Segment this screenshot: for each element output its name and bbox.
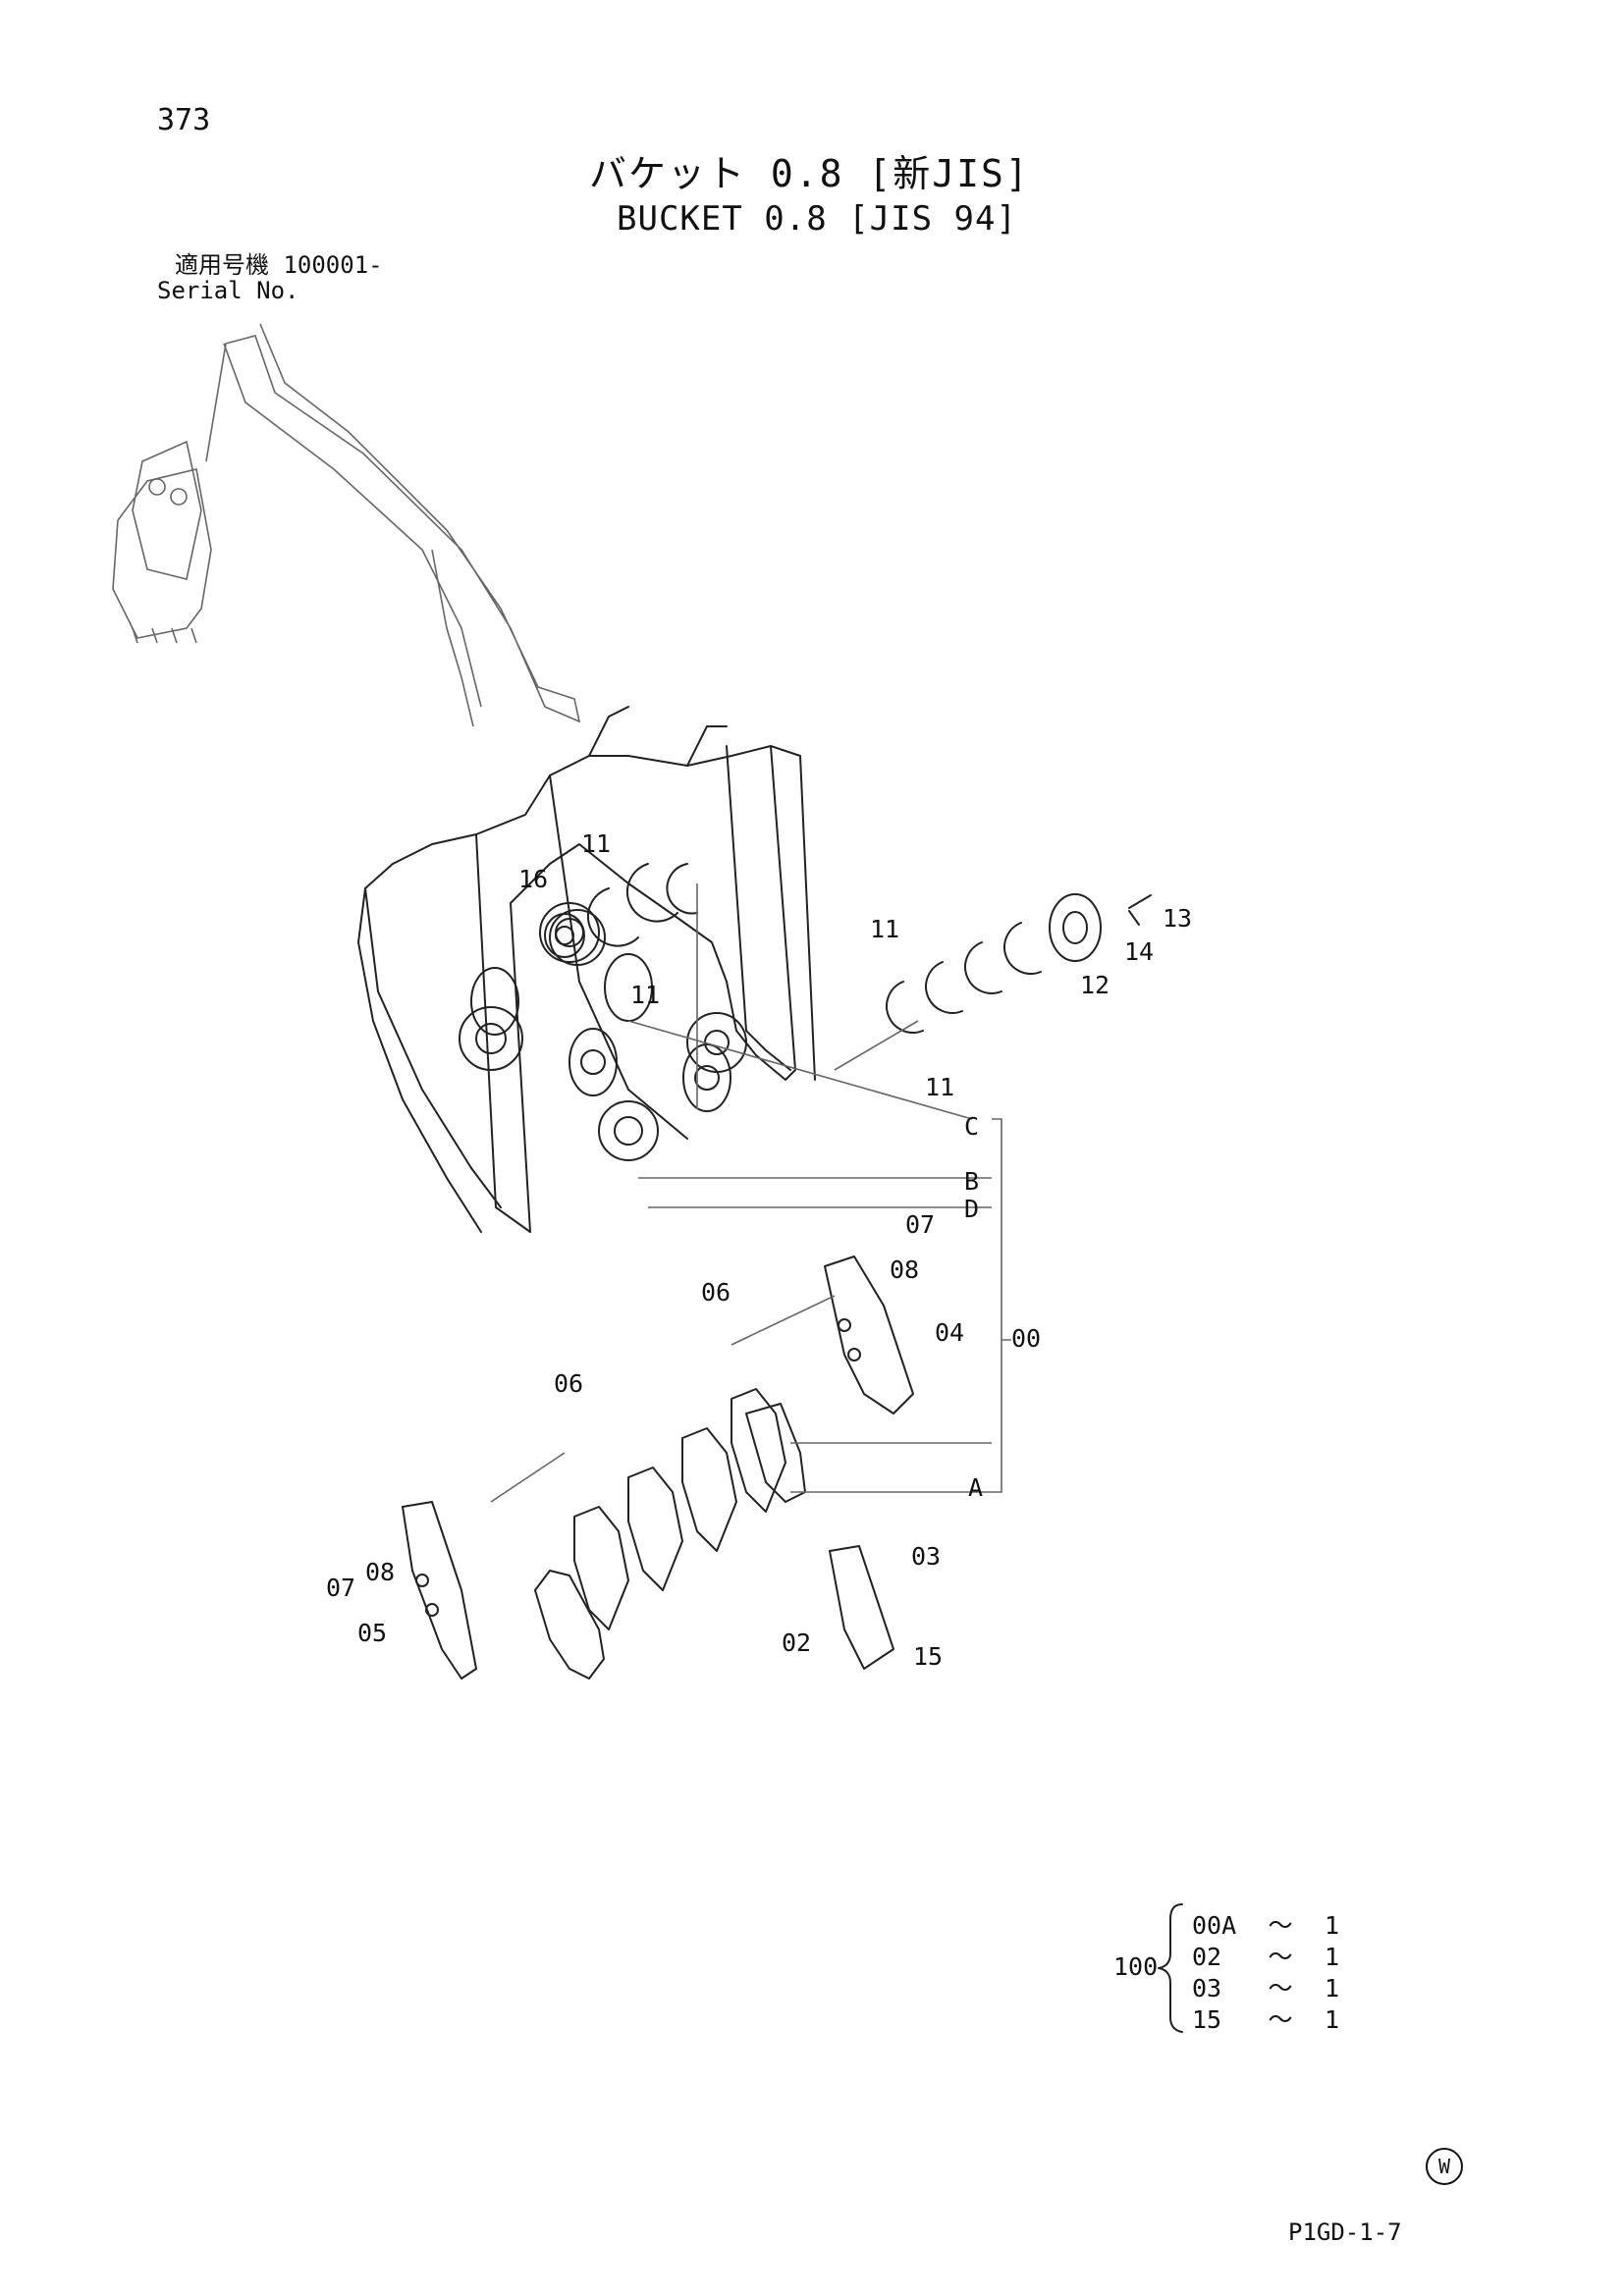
callout-22: 02 bbox=[782, 1629, 811, 1657]
callout-6: 12 bbox=[1080, 971, 1110, 999]
side-cutter-drawing bbox=[402, 1255, 914, 1680]
callout-17: A bbox=[968, 1473, 983, 1502]
watermark-w-icon: W bbox=[1426, 2148, 1463, 2185]
callout-9: B bbox=[964, 1167, 979, 1196]
bom-tilde: ～ bbox=[1268, 2005, 1293, 2034]
bom-row: 15 ～ 1 bbox=[1192, 2001, 1339, 2036]
callout-0: 11 bbox=[581, 829, 611, 858]
bucket-body-drawing bbox=[357, 706, 816, 1233]
bom-tilde: ～ bbox=[1268, 1943, 1293, 1971]
teeth-drawing bbox=[534, 1388, 894, 1680]
callout-4: 13 bbox=[1163, 904, 1192, 933]
bom-row: 00A ～ 1 bbox=[1192, 1906, 1339, 1942]
callout-10: D bbox=[964, 1195, 979, 1223]
callout-15: 00 bbox=[1011, 1324, 1041, 1353]
callout-3: 11 bbox=[870, 915, 899, 943]
callout-23: 15 bbox=[913, 1642, 943, 1671]
leader-lines bbox=[490, 883, 1011, 1503]
footer-code: P1GD-1-7 bbox=[1288, 2218, 1402, 2246]
bom-code: 00A bbox=[1192, 1911, 1237, 1940]
callout-16: 06 bbox=[554, 1369, 583, 1398]
callout-11: 07 bbox=[905, 1210, 935, 1239]
callout-18: 07 bbox=[326, 1574, 355, 1602]
bom-qty: 1 bbox=[1324, 1974, 1339, 2002]
callout-19: 08 bbox=[365, 1558, 395, 1586]
bom-tilde: ～ bbox=[1268, 1974, 1293, 2002]
callout-1: 16 bbox=[518, 865, 548, 893]
callout-14: 04 bbox=[935, 1318, 964, 1347]
serial-label-japanese: 適用号機 100001- bbox=[175, 251, 383, 279]
bom-code: 03 bbox=[1192, 1974, 1222, 2002]
callout-8: C bbox=[964, 1112, 979, 1141]
callout-7: 11 bbox=[925, 1073, 954, 1101]
page-number: 373 bbox=[157, 103, 211, 137]
callout-2: 11 bbox=[630, 981, 660, 1009]
bom-qty: 1 bbox=[1324, 1911, 1339, 1940]
callout-20: 03 bbox=[911, 1542, 941, 1571]
excavator-overview-sketch bbox=[112, 323, 581, 727]
bom-tilde: ～ bbox=[1268, 1911, 1293, 1940]
callout-12: 08 bbox=[890, 1255, 919, 1284]
callout-labels: 11 16 11 11 13 14 12 11 C B D 07 08 06 0… bbox=[326, 829, 1192, 1671]
pin-rings-drawing bbox=[459, 863, 1152, 1161]
callout-13: 06 bbox=[701, 1278, 731, 1307]
callout-5: 14 bbox=[1124, 937, 1154, 966]
bom-code: 02 bbox=[1192, 1943, 1222, 1971]
bom-brace bbox=[1158, 1903, 1183, 2033]
bom-qty: 1 bbox=[1324, 2005, 1339, 2034]
title-japanese: バケット 0.8 [新JIS] bbox=[589, 152, 1030, 195]
bom-row: 02 ～ 1 bbox=[1192, 1938, 1339, 1973]
serial-label-english: Serial No. bbox=[157, 277, 299, 304]
bom-qty: 1 bbox=[1324, 1943, 1339, 1971]
callout-21: 05 bbox=[357, 1619, 387, 1647]
title-english: BUCKET 0.8 [JIS 94] bbox=[617, 199, 1017, 239]
bom-row: 03 ～ 1 bbox=[1192, 1969, 1339, 2004]
bom-code: 15 bbox=[1192, 2005, 1222, 2034]
bom-parent-number: 100 bbox=[1113, 1952, 1159, 1981]
